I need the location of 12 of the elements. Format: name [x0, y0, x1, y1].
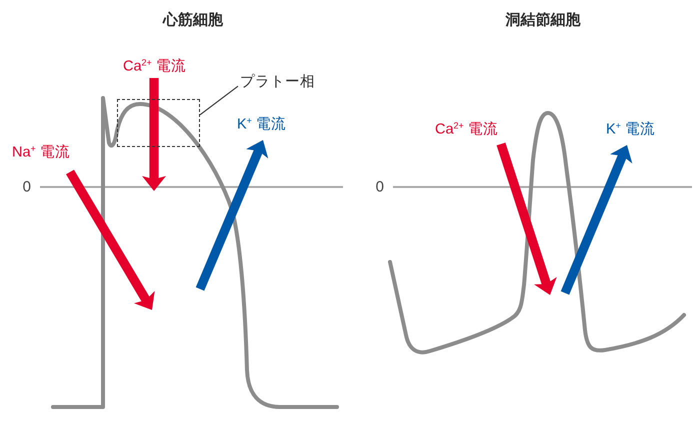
current-label: Ca$^{2+}$ 電流 — [123, 58, 186, 76]
annotation-label: プラトー相 — [240, 74, 315, 91]
leader-line — [200, 86, 238, 116]
panel-title: 洞結節細胞 — [506, 12, 580, 28]
axis-tick-label: 0 — [22, 178, 31, 196]
current-label: K$^{+}$ 電流 — [237, 116, 286, 134]
dashed-outline — [117, 99, 200, 147]
axis-tick-label: 0 — [376, 178, 384, 196]
current-label: Na$^{+}$ 電流 — [12, 144, 70, 162]
current-label: Ca$^{2+}$ 電流 — [435, 122, 498, 138]
current-label: K$^{+}$ 電流 — [606, 122, 655, 138]
panel-title: 心筋細胞 — [163, 12, 223, 28]
